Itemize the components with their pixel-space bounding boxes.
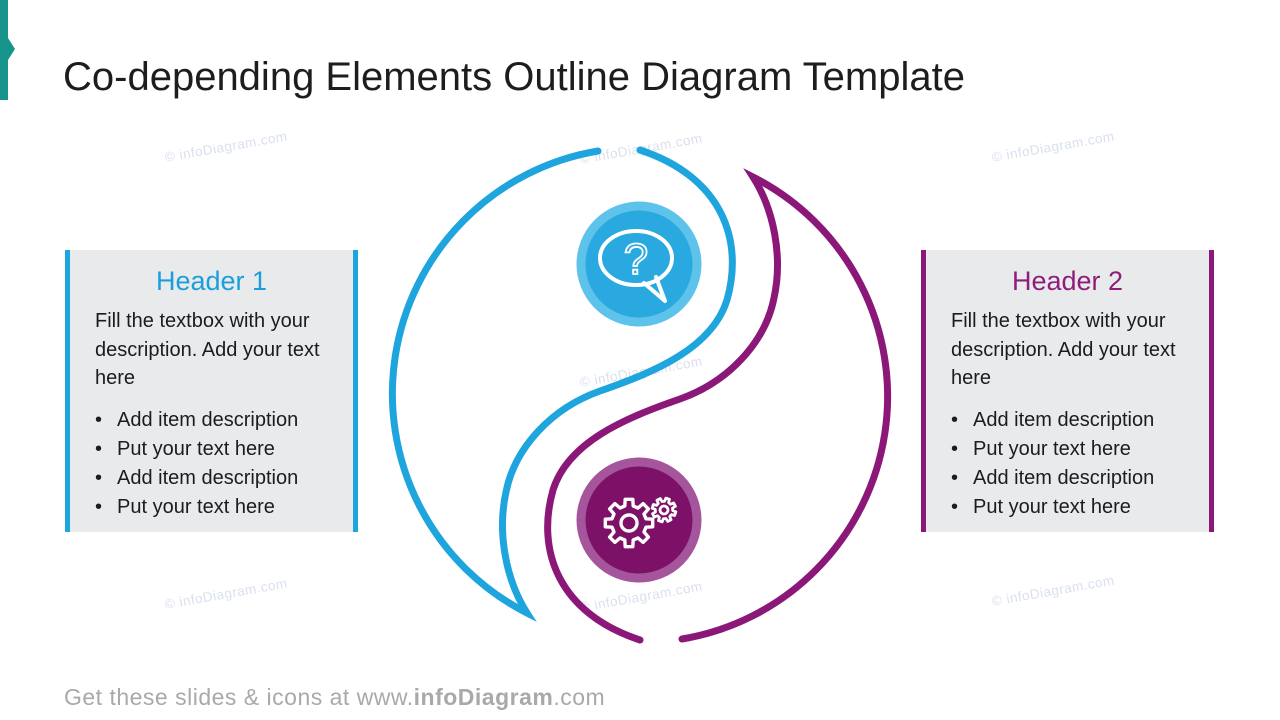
list-item-label: Put your text here xyxy=(117,495,275,518)
left-textbox: Header 1 Fill the textbox with your desc… xyxy=(65,250,358,532)
bullet-icon: • xyxy=(951,437,959,460)
list-item-label: Add item description xyxy=(973,466,1155,489)
footer-prefix: Get these slides & icons at www. xyxy=(64,684,414,710)
left-bullet-list: • Add item description • Put your text h… xyxy=(95,406,328,522)
left-box-description: Fill the textbox with your description. … xyxy=(95,310,320,390)
bullet-icon: • xyxy=(95,466,103,489)
list-item-label: Put your text here xyxy=(973,495,1131,518)
list-item: • Add item description xyxy=(951,406,1184,435)
list-item: • Put your text here xyxy=(951,493,1184,522)
bullet-icon: • xyxy=(95,495,103,518)
list-item-label: Add item description xyxy=(973,408,1155,431)
accent-arrow-icon xyxy=(8,38,15,60)
bullet-icon: • xyxy=(951,466,959,489)
right-bullet-list: • Add item description • Put your text h… xyxy=(951,406,1184,522)
accent-bar xyxy=(0,0,8,100)
list-item: • Add item description xyxy=(95,406,328,435)
right-box-description: Fill the textbox with your description. … xyxy=(951,310,1176,390)
question-mark-glyph: ? xyxy=(624,235,648,284)
gears-circle-shape xyxy=(576,457,702,583)
page-title: Co-depending Elements Outline Diagram Te… xyxy=(63,54,965,99)
list-item-label: Add item description xyxy=(117,466,299,489)
footer-credit: Get these slides & icons at www.infoDiag… xyxy=(64,684,605,711)
bullet-icon: • xyxy=(95,437,103,460)
list-item-label: Put your text here xyxy=(973,437,1131,460)
gears-icon xyxy=(603,496,678,549)
footer-brand: infoDiagram xyxy=(413,684,554,710)
bullet-icon: • xyxy=(951,408,959,431)
list-item-label: Put your text here xyxy=(117,437,275,460)
header-2-title: Header 2 xyxy=(1011,266,1124,296)
list-item: • Add item description xyxy=(951,464,1184,493)
footer-suffix: .com xyxy=(553,684,606,710)
list-item-label: Add item description xyxy=(117,408,299,431)
list-item: • Put your text here xyxy=(95,435,328,464)
list-item: • Put your text here xyxy=(951,435,1184,464)
question-speech-bubble-icon: ? xyxy=(598,229,674,303)
question-circle-shape xyxy=(576,201,702,327)
bullet-icon: • xyxy=(951,495,959,518)
gears-circle xyxy=(576,457,702,583)
header-1-title: Header 1 xyxy=(155,266,268,296)
purple-outline-path xyxy=(544,168,892,644)
list-item: • Add item description xyxy=(95,464,328,493)
right-textbox: Header 2 Fill the textbox with your desc… xyxy=(921,250,1214,532)
blue-outline-path xyxy=(388,146,736,622)
bullet-icon: • xyxy=(95,408,103,431)
question-circle: ? xyxy=(576,201,702,327)
list-item: • Put your text here xyxy=(95,493,328,522)
